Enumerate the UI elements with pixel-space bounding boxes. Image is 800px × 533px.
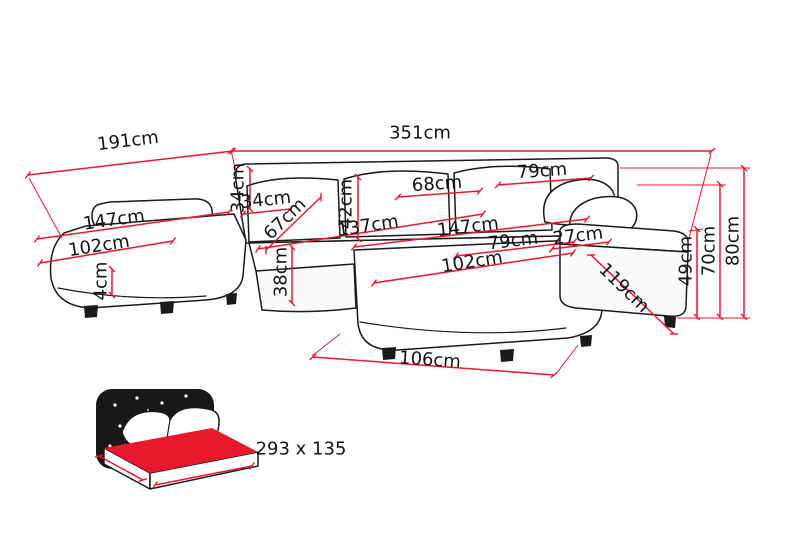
dimension-right-chaise-front: 106cm [309, 347, 558, 379]
dim-label-seat-height: 38cm [271, 247, 292, 297]
dim-label-seat-lip-height: 4cm [91, 262, 112, 301]
dim-label-backrest-total-height: 70cm [699, 226, 720, 276]
dimension-line [548, 238, 613, 253]
dimension-total-width: 351cm [227, 123, 716, 155]
extension-line [555, 344, 579, 375]
dim-label-right-chaise-front: 106cm [398, 347, 461, 372]
dimension-backrest-above-seat: 34cm [228, 163, 254, 213]
dimension-line [350, 215, 591, 251]
dimension-line [36, 237, 177, 267]
sofa-foot [84, 305, 98, 318]
dimension-backrest-total-height: 70cm [699, 180, 724, 321]
dimension-back-cushion-width: 68cm [394, 172, 484, 201]
dimension-line [394, 187, 484, 201]
dim-label-overall-height: 80cm [723, 216, 744, 266]
sofa-outline [49, 157, 689, 362]
right-chaise-seam [359, 321, 567, 334]
sofa-foot [160, 301, 174, 314]
extension-line [311, 333, 341, 357]
sofa-foot [500, 349, 514, 362]
dimension-line [309, 353, 558, 379]
dim-label-left-section-depth: 191cm [96, 127, 160, 155]
sofa-bed-icon: 293 x 135 [94, 389, 347, 490]
sofa-foot [382, 347, 396, 360]
extension-lines [28, 153, 750, 375]
left-chaise-seam [57, 287, 207, 299]
left-chaise [49, 213, 247, 309]
dimension-line [24, 147, 237, 179]
dim-label-total-width: 351cm [389, 123, 451, 144]
sleeping-size-label: 293 x 135 [256, 439, 347, 460]
extension-line [687, 153, 712, 243]
bed-width-arrow [152, 462, 255, 489]
dimension-line [370, 249, 577, 287]
dim-label-back-cushion-width: 68cm [411, 172, 463, 196]
dimension-overall-height: 80cm [723, 164, 748, 321]
dimension-line [586, 254, 679, 335]
dim-label-armrest-height: 49cm [676, 236, 697, 286]
dimension-seat-lip-height: 4cm [91, 262, 116, 301]
dimension-back-pillow-width: 79cm [494, 159, 595, 189]
dim-label-back-pillow-width: 79cm [516, 159, 568, 183]
dimension-line [494, 174, 595, 189]
sofa-foot [226, 293, 237, 305]
dimension-seat-height: 38cm [271, 243, 296, 307]
dimension-armrest-height: 49cm [676, 225, 701, 321]
dimension-line [33, 208, 233, 243]
bed-depth-arrow [94, 454, 148, 482]
center-seat-front [255, 263, 357, 313]
sofa-foot [580, 335, 592, 347]
extension-line [28, 177, 63, 239]
dimension-left-section-depth: 191cm [24, 127, 237, 179]
dim-label-backrest-above-seat: 34cm [228, 163, 249, 213]
